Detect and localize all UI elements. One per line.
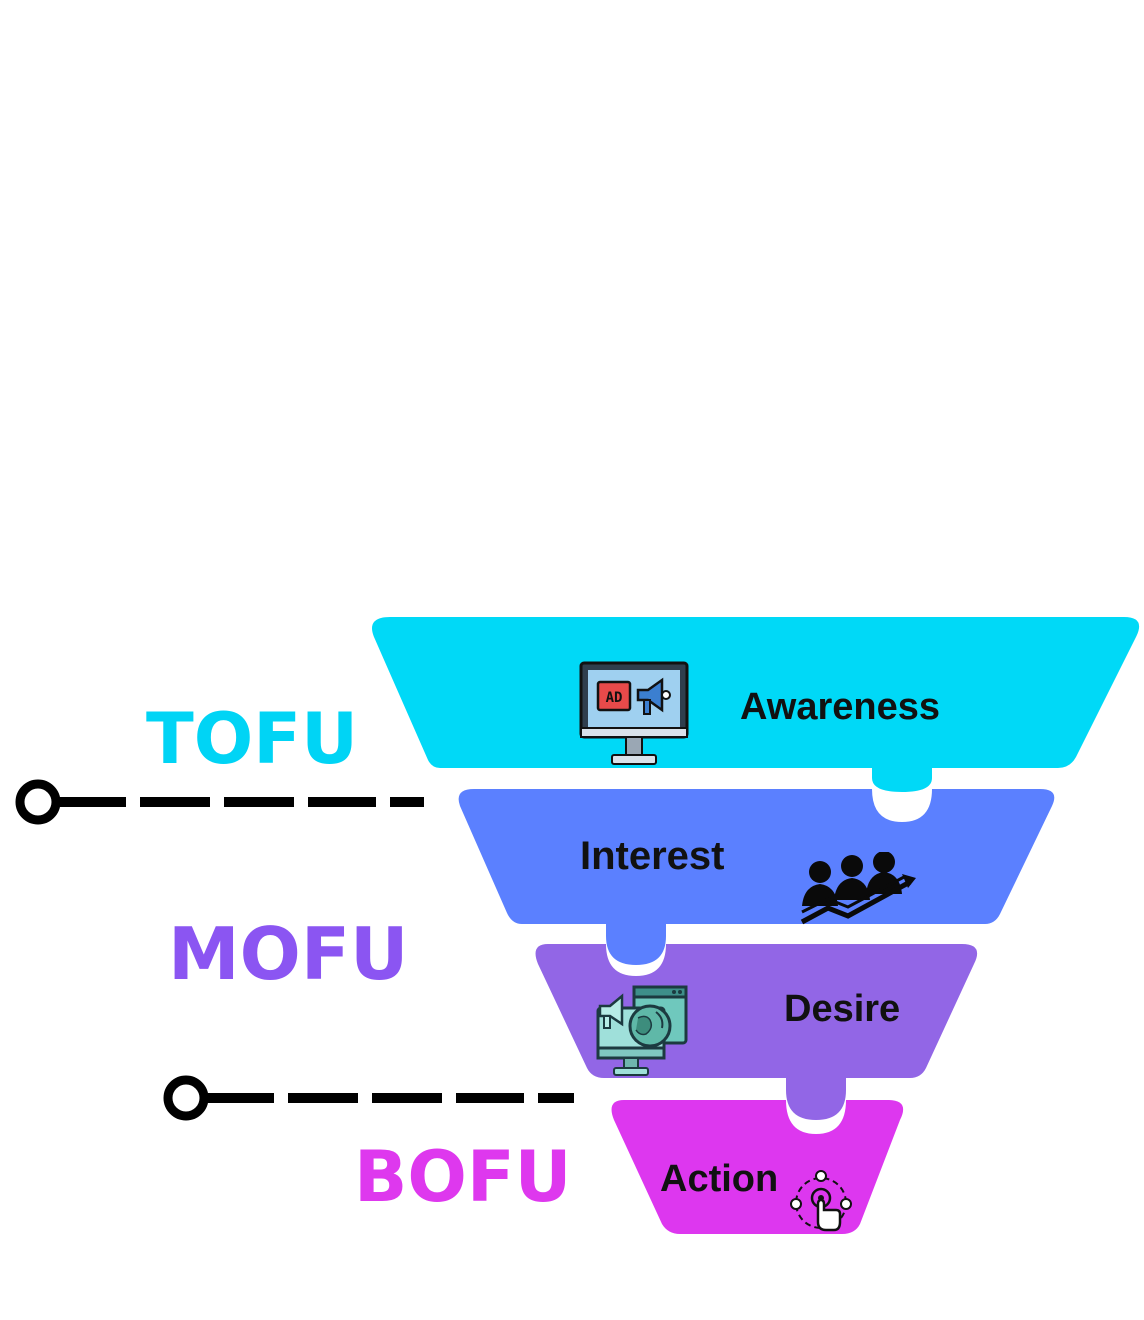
phase-divider-bottom (163, 1075, 574, 1121)
stage-label-interest: Interest (580, 834, 725, 878)
ad-monitor-icon: AD (579, 661, 689, 765)
growing-audience-icon (800, 852, 916, 925)
phase-divider-top (15, 779, 424, 825)
click-action-icon (790, 1170, 852, 1232)
stage-label-awareness: Awareness (740, 686, 940, 728)
stage-label-action: Action (660, 1158, 779, 1200)
phase-label-bofu: BOFU (354, 1136, 572, 1218)
funnel-stage-interest (458, 789, 1055, 965)
svg-text:AD: AD (606, 690, 623, 706)
phase-label-tofu: TOFU (146, 698, 358, 780)
stage-label-desire: Desire (784, 988, 901, 1030)
digital-marketing-icon (596, 985, 688, 1076)
funnel-stage-awareness (372, 617, 1140, 792)
phase-label-mofu: MOFU (168, 912, 409, 996)
